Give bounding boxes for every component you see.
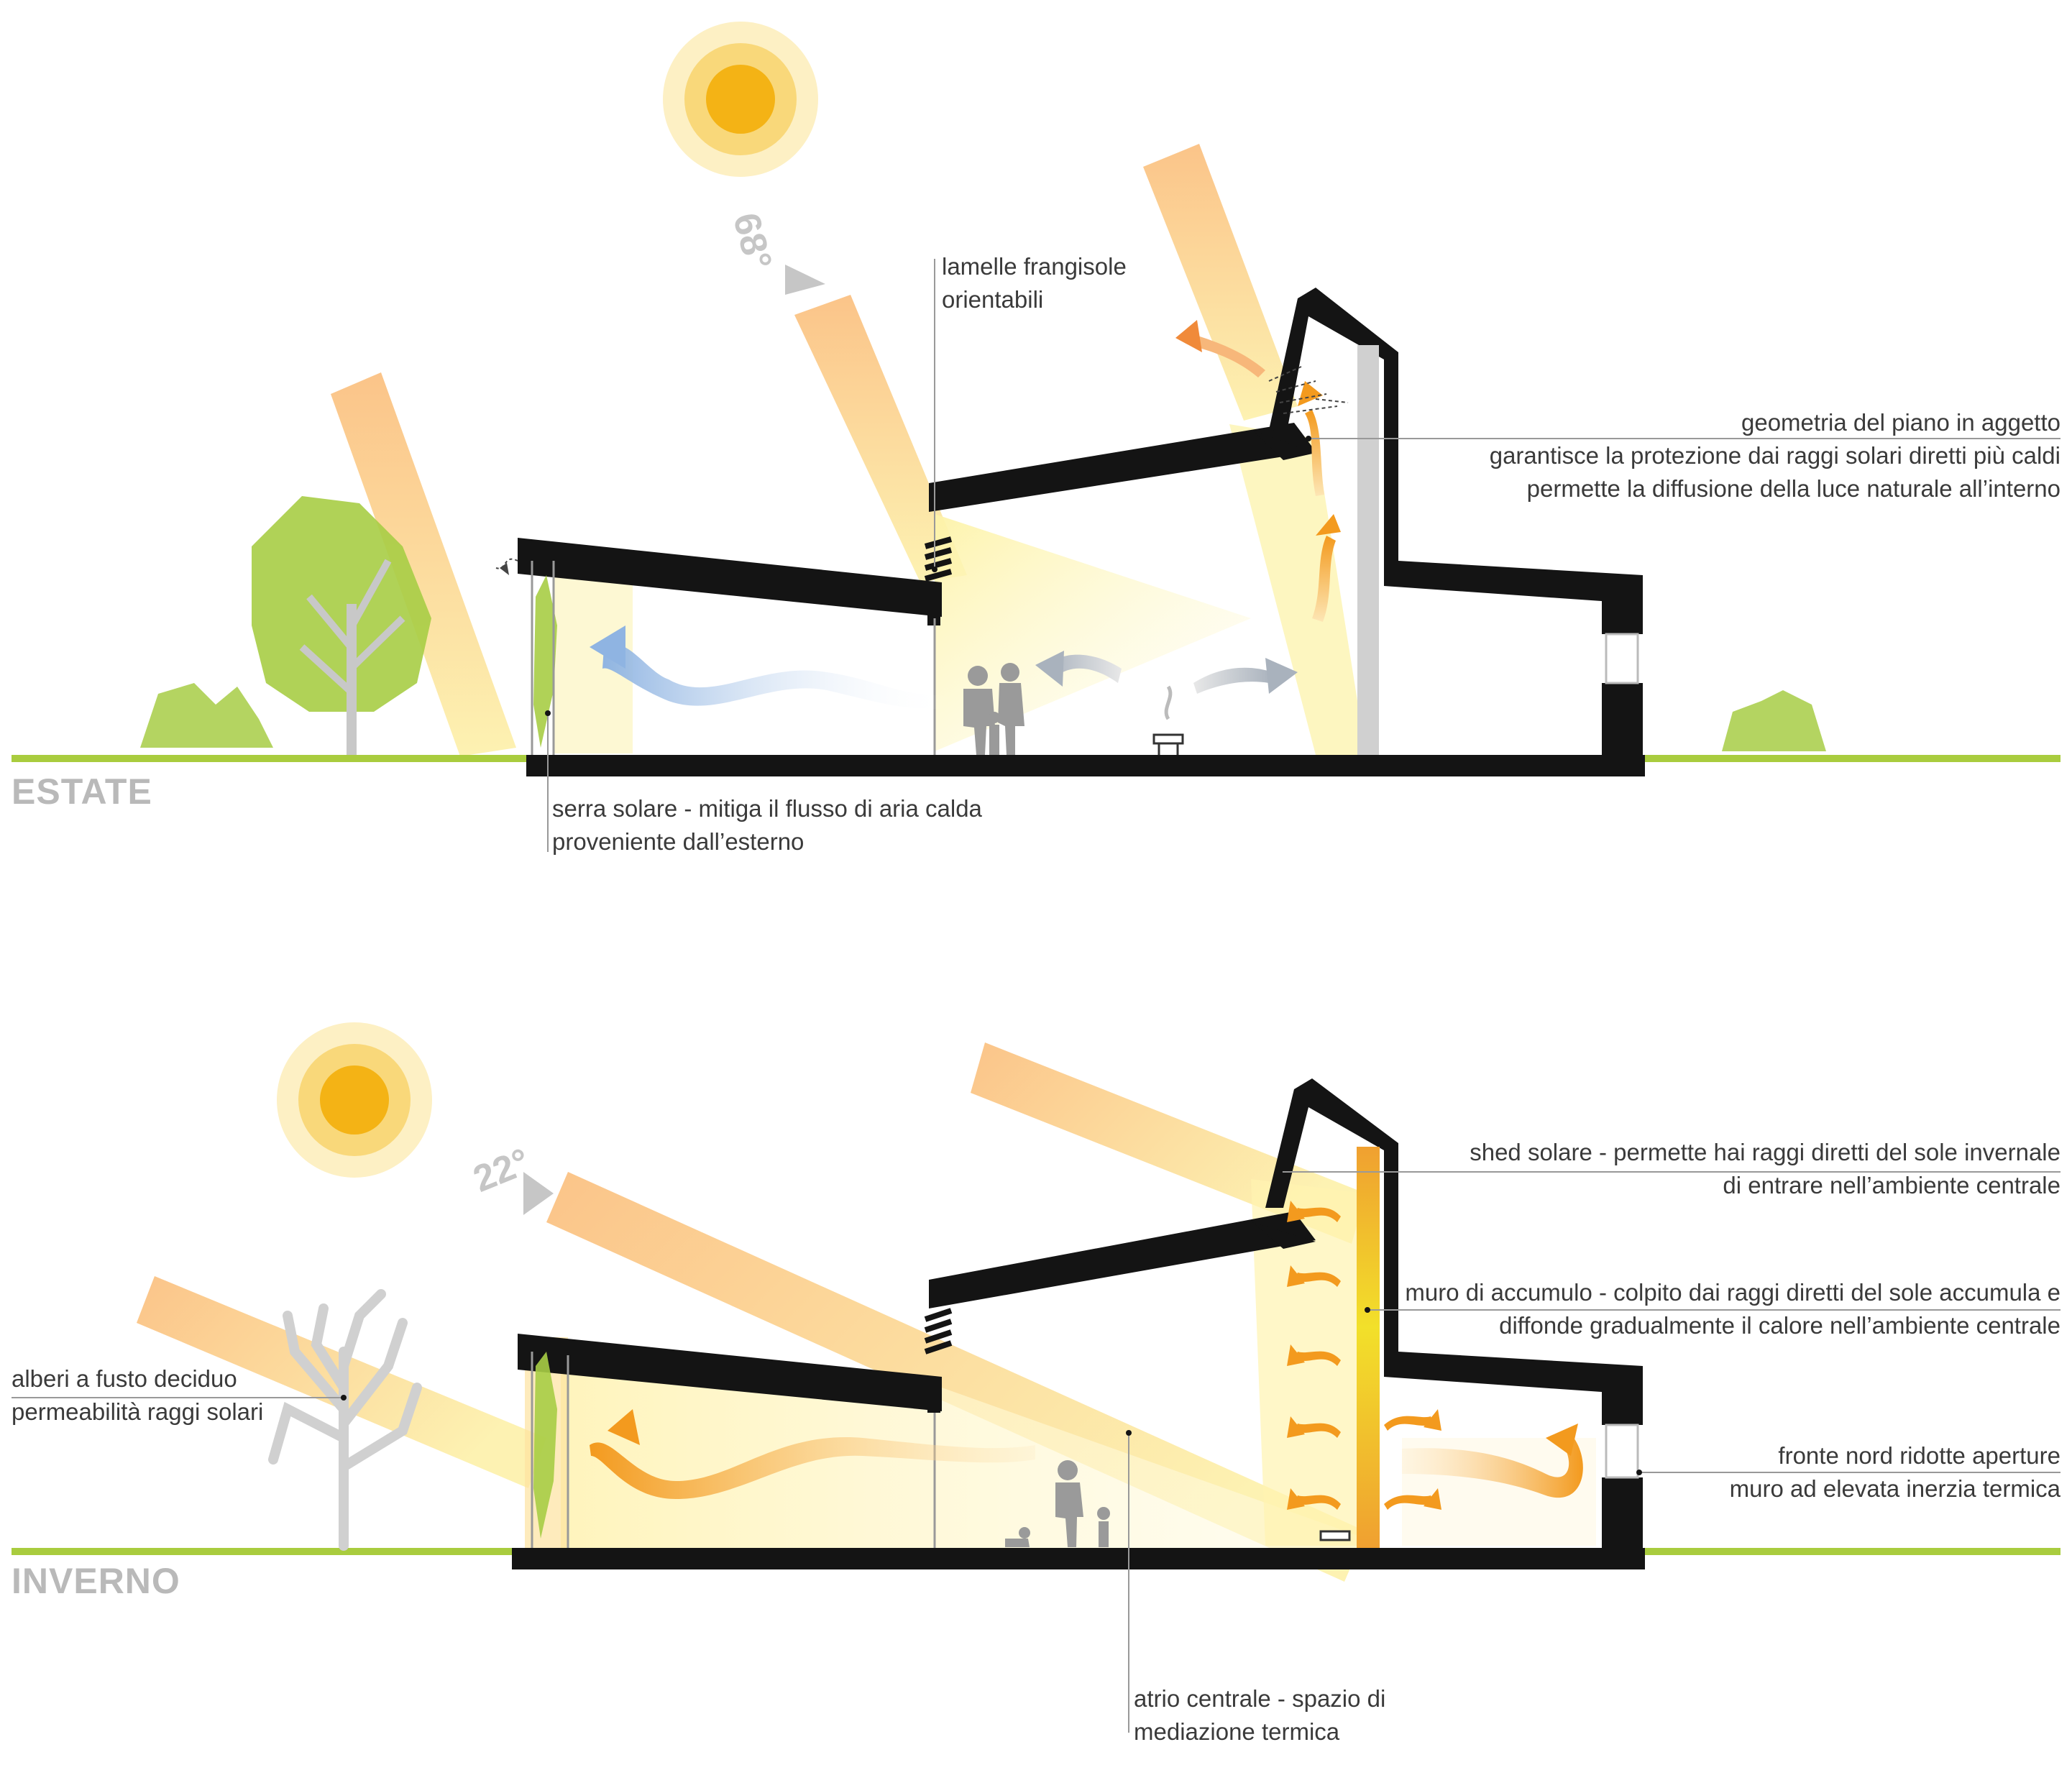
label-deciduous-trees: alberi a fusto deciduo permeabilità ragg… bbox=[12, 1365, 264, 1425]
summer-ray-louvers bbox=[794, 295, 967, 582]
summer-radiator-icon bbox=[1152, 733, 1184, 745]
winter-greenhouse-plant-icon bbox=[533, 1352, 557, 1539]
winter-storage-wall bbox=[1357, 1147, 1380, 1548]
label-central-atrium: atrio centrale - spazio di mediazione te… bbox=[1134, 1685, 1386, 1745]
winter-heat-radiation-arrows bbox=[1287, 1201, 1441, 1510]
summer-shed-louver-lines bbox=[1268, 366, 1349, 414]
summer-hot-air-exhaust-arrow bbox=[1190, 334, 1265, 377]
label-storage-wall: muro di accumulo - colpito dai raggi dir… bbox=[1405, 1279, 2060, 1339]
label-solar-greenhouse: serra solare - mitiga il flusso di aria … bbox=[552, 795, 982, 855]
summer-ray-west bbox=[331, 372, 516, 756]
summer-bush-west-icon bbox=[140, 683, 273, 748]
winter-building-structure bbox=[512, 1078, 1645, 1569]
label-north-front: fronte nord ridotte aperture muro ad ele… bbox=[1729, 1442, 2060, 1502]
summer-season-label: ESTATE bbox=[12, 771, 152, 812]
winter-season-label: INVERNO bbox=[12, 1561, 180, 1601]
winter-radiator-icon bbox=[1319, 1530, 1351, 1541]
summer-angle-arrow-icon bbox=[785, 265, 825, 295]
summer-cool-air-arrow bbox=[602, 643, 949, 709]
winter-light-shed bbox=[1251, 1179, 1366, 1546]
winter-angle-arrow-icon bbox=[523, 1172, 554, 1215]
summer-heat-plume-icon bbox=[1164, 685, 1173, 720]
summer-warm-air-up-arrow bbox=[1312, 536, 1336, 622]
summer-ray-shed bbox=[1143, 144, 1298, 421]
summer-building-structure bbox=[518, 288, 1645, 776]
winter-light-atrium bbox=[561, 1373, 1366, 1553]
winter-section bbox=[12, 1022, 2060, 1733]
summer-bush-east-icon bbox=[1722, 690, 1826, 751]
summer-light-shed bbox=[1229, 424, 1366, 755]
summer-air-arrow-left bbox=[1046, 654, 1122, 683]
summer-deciduous-tree-icon bbox=[252, 496, 431, 755]
summer-greenhouse-plant-icon bbox=[533, 575, 557, 748]
winter-bare-tree-icon bbox=[268, 1289, 422, 1551]
summer-people-icon bbox=[963, 663, 1024, 755]
summer-sun-icon bbox=[663, 22, 818, 177]
label-overhang-geometry: geometria del piano in aggetto garantisc… bbox=[1489, 409, 2060, 502]
label-louvers: lamelle frangisole orientabili bbox=[942, 253, 1127, 313]
winter-people-icon bbox=[1005, 1460, 1110, 1547]
summer-air-arrow-right bbox=[1193, 667, 1273, 694]
winter-warm-air-arrow bbox=[590, 1437, 1035, 1499]
summer-light-greenhouse bbox=[554, 575, 633, 753]
winter-warm-air-return-arrow bbox=[1402, 1431, 1583, 1498]
summer-section bbox=[12, 22, 2060, 852]
winter-sun-icon bbox=[277, 1022, 432, 1178]
label-solar-shed: shed solare - permette hai raggi diretti… bbox=[1470, 1139, 2060, 1198]
